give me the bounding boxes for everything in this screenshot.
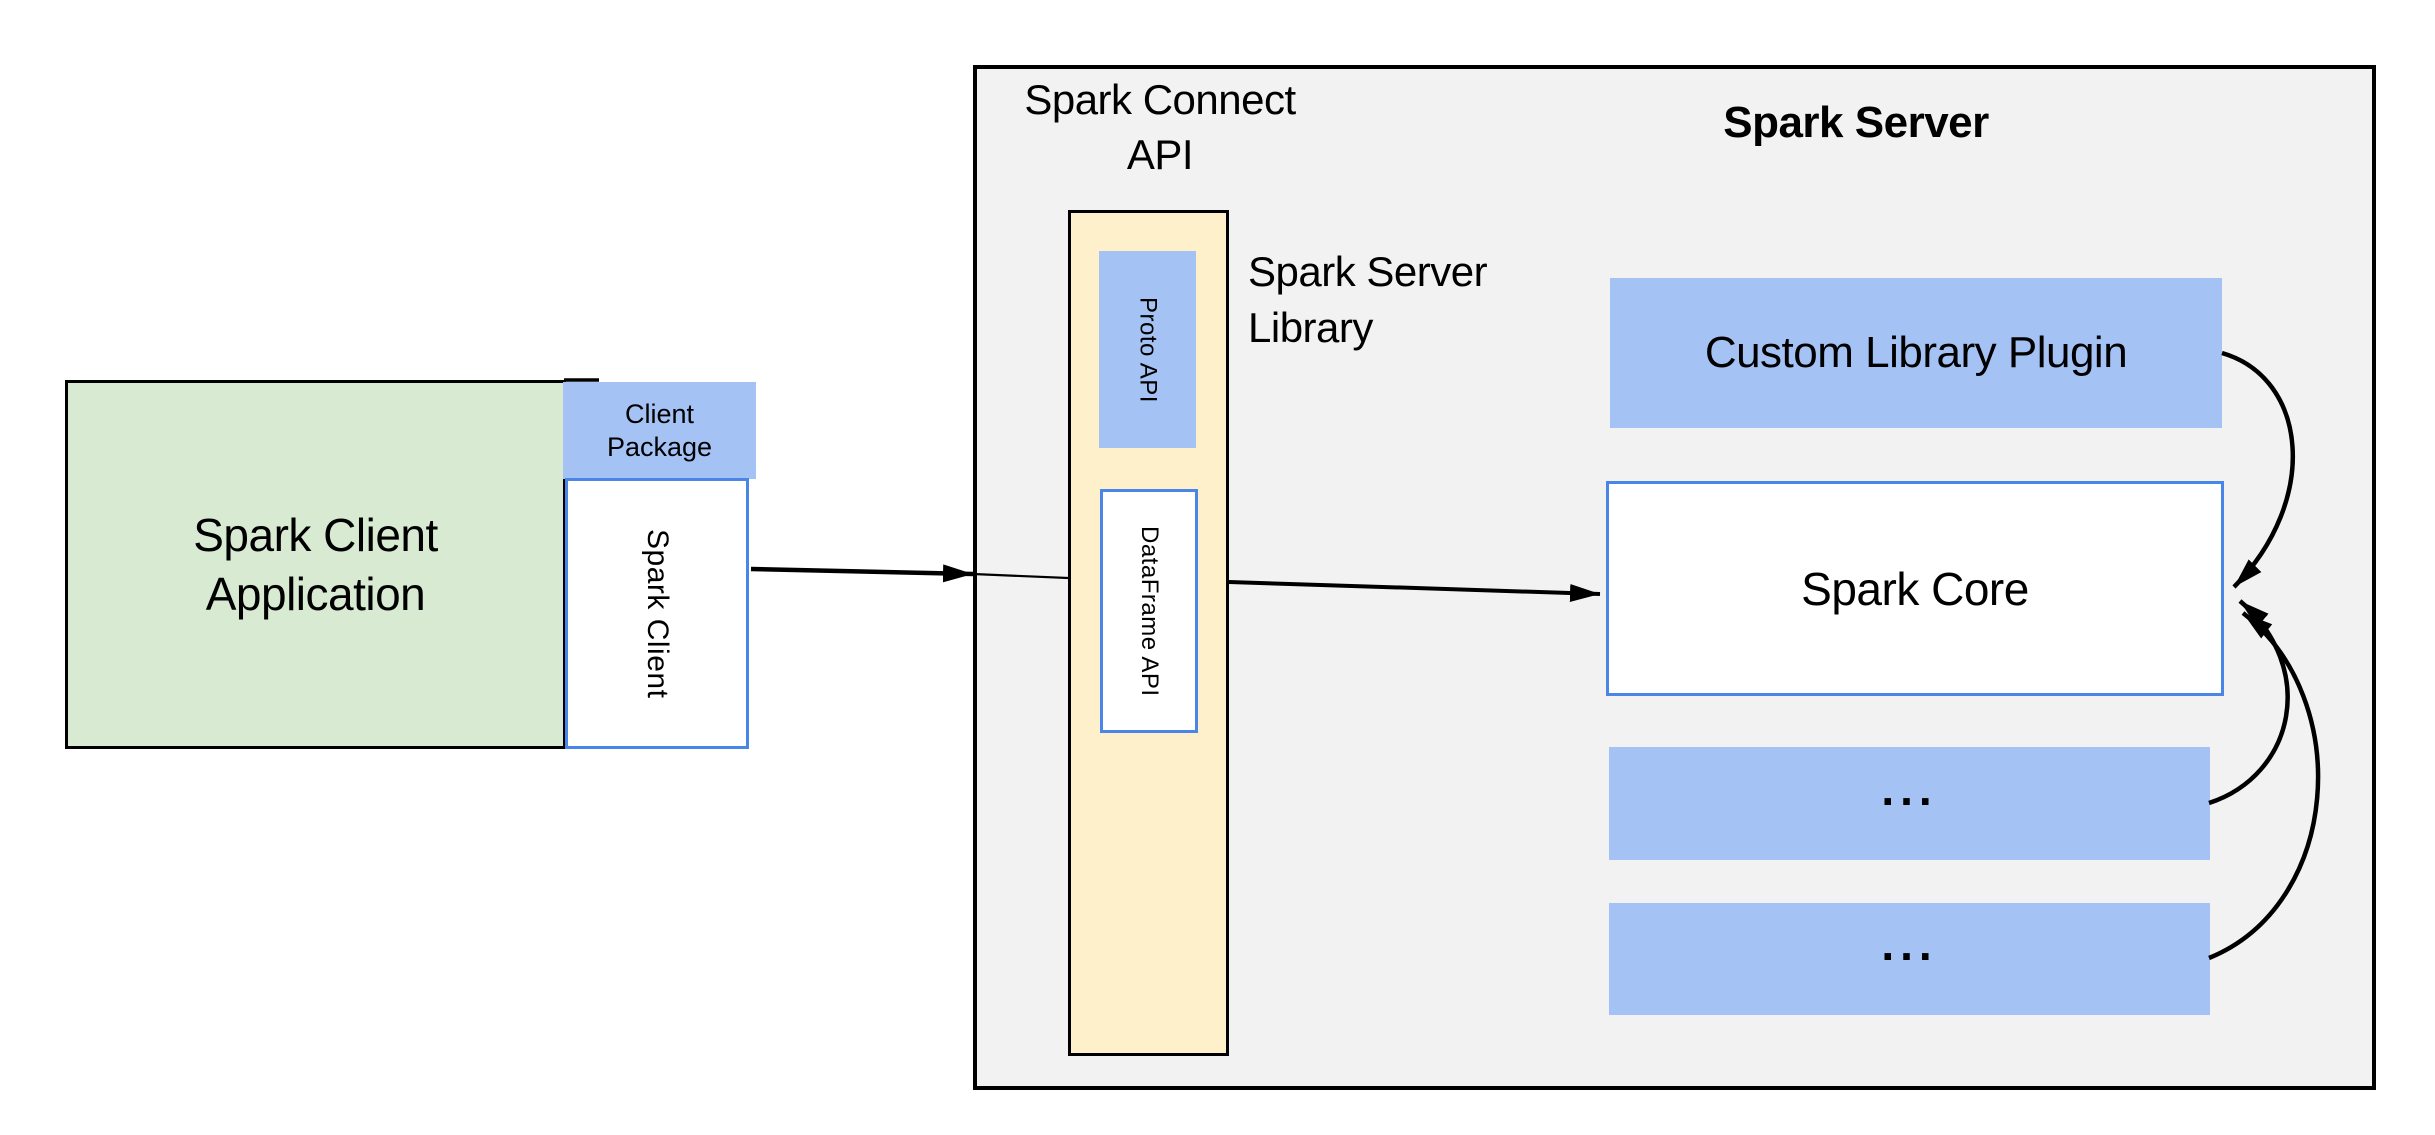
- dataframe-api-box: DataFrame API: [1100, 489, 1198, 733]
- spark-connect-api-label: Spark Connect API: [1010, 72, 1310, 182]
- plugin-placeholder-label-2: ...: [1881, 917, 1938, 970]
- spark-client-application-line2: Application: [205, 567, 426, 620]
- client-package-label: Client Package: [607, 398, 712, 464]
- spark-server-library-label: Spark Server Library: [1248, 244, 1488, 356]
- spark-client-application-box: Spark Client Application: [65, 380, 566, 749]
- spark-client-box: Spark Client: [565, 478, 749, 749]
- proto-api-label: Proto API: [1134, 296, 1162, 403]
- client-package-box: Client Package: [563, 382, 756, 479]
- proto-api-box: Proto API: [1099, 251, 1196, 448]
- spark-connect-api-label-line1: Spark Connect: [1024, 76, 1296, 123]
- plugin-placeholder-box-2: ...: [1609, 903, 2210, 1015]
- spark-server-library-label-line1: Spark Server: [1248, 248, 1488, 295]
- custom-library-plugin-box: Custom Library Plugin: [1610, 278, 2222, 428]
- spark-core-box: Spark Core: [1606, 481, 2224, 696]
- spark-connect-api-label-line2: API: [1126, 131, 1194, 178]
- spark-core-label: Spark Core: [1801, 562, 2029, 615]
- plugin-placeholder-label-1: ...: [1881, 762, 1938, 815]
- spark-server-library-label-line2: Library: [1248, 304, 1373, 351]
- spark-client-application-label: Spark Client Application: [193, 506, 438, 624]
- client-package-line2: Package: [606, 431, 713, 462]
- spark-client-application-line1: Spark Client: [193, 508, 438, 561]
- dataframe-api-label: DataFrame API: [1136, 525, 1163, 697]
- plugin-placeholder-box-1: ...: [1609, 747, 2210, 860]
- arrow-client-to-connect: [750, 564, 974, 583]
- spark-server-title: Spark Server: [1723, 98, 1989, 147]
- spark-client-label: Spark Client: [641, 528, 674, 699]
- client-package-line1: Client: [624, 398, 694, 429]
- custom-library-plugin-label: Custom Library Plugin: [1704, 328, 2128, 377]
